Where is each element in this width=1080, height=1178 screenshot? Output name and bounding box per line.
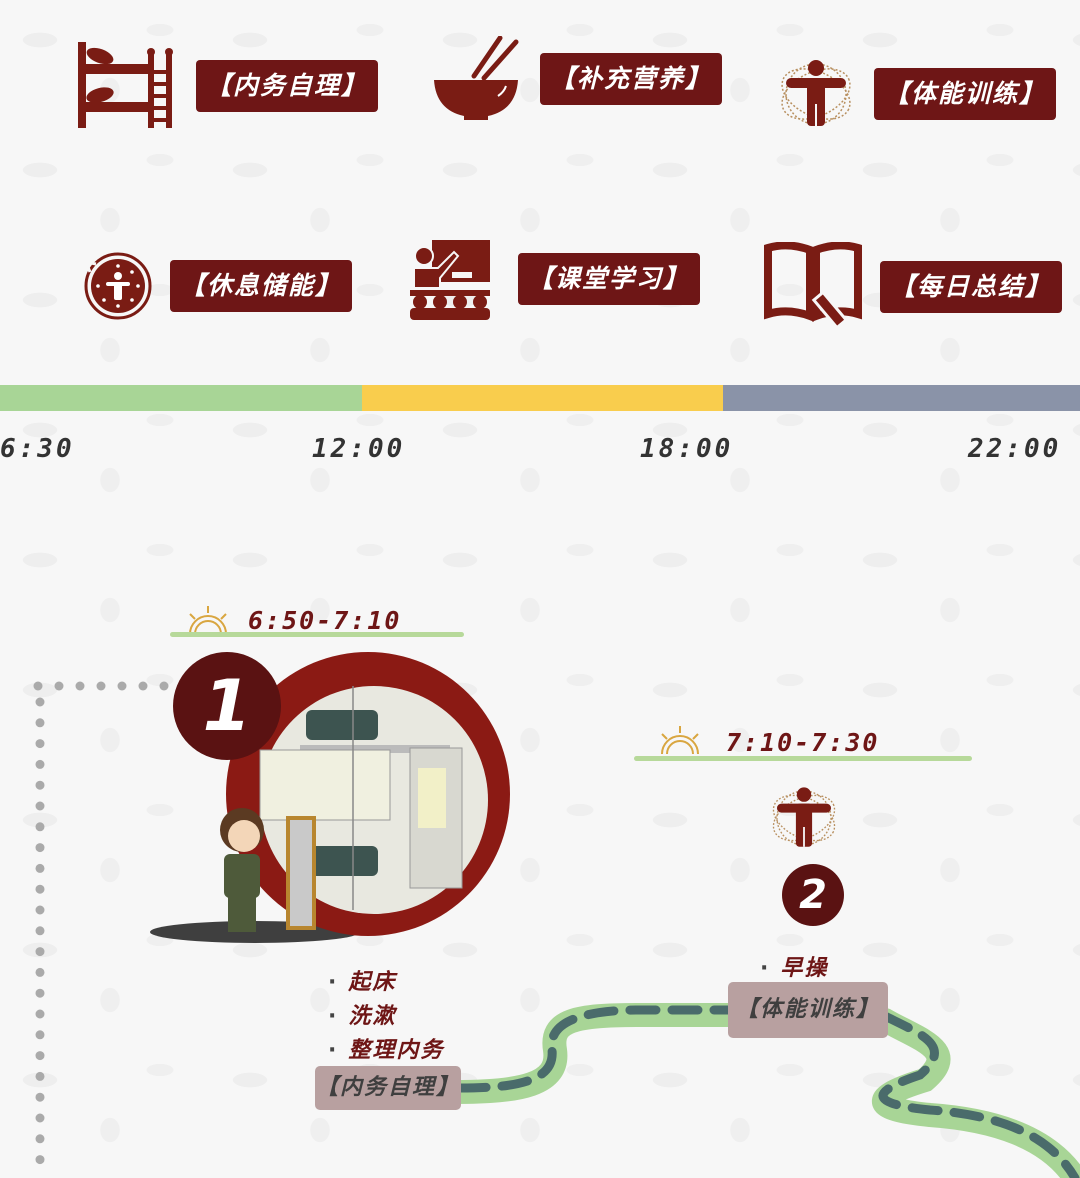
activity-item: ·早操 [760,956,829,981]
legend-item-fitness: 【体能训练】 [776,54,1057,134]
timeline-segment-morning [0,385,362,411]
legend-label: 【每日总结】 [880,261,1063,313]
step-number: 1 [202,665,252,747]
time-underline [170,632,464,637]
legend-item-summary: 【每日总结】 [764,242,1063,332]
legend-label: 【休息储能】 [170,260,353,312]
timeline-tick: 18:00 [640,434,734,464]
step-2-number-badge: 2 [782,864,844,926]
timeline-segment-evening [723,385,1080,411]
time-underline [634,756,972,761]
legend-item-housekeeping: 【内务自理】 [78,42,379,130]
bunk-bed-icon [78,42,178,130]
step-2-time: 7:10-7:30 [726,728,880,757]
legend-item-nutrition: 【补充营养】 [432,36,723,122]
legend-label: 【体能训练】 [874,68,1057,120]
timeline-segment-afternoon [362,385,723,411]
legend-label: 【课堂学习】 [518,253,701,305]
rest-clock-icon [84,252,152,320]
activity-item: ·整理内务 [328,1038,445,1063]
legend-label: 【补充营养】 [540,53,723,105]
step-2-activity-list: ·早操 [760,950,828,984]
soldier-dormitory-illustration [150,650,520,950]
step-1-activity-list: ·起床 ·洗漱 ·整理内务 [328,964,444,1066]
activity-item: ·洗漱 [328,1004,397,1029]
step-2-category-tag: 【体能训练】 [728,982,888,1038]
legend-label: 【内务自理】 [196,60,379,112]
legend-item-classroom: 【课堂学习】 [410,238,701,320]
step-1-number-badge: 1 [173,652,281,760]
dotted-connector [33,681,169,1178]
step-number: 2 [799,872,827,918]
fitness-figure-icon [768,780,840,860]
classroom-teacher-icon [410,238,490,320]
legend-item-rest: 【休息储能】 [84,252,353,320]
step-1-category-tag: 【内务自理】 [315,1066,461,1110]
sunrise-icon [661,726,699,755]
timeline-tick: 12:00 [312,434,406,464]
fitness-figure-icon [776,54,856,134]
sunrise-icon [189,606,227,635]
timeline-tick: 22:00 [968,434,1062,464]
step-1-time: 6:50-7:10 [248,606,402,635]
activity-item: ·起床 [328,970,397,995]
open-book-pen-icon [764,242,862,332]
rice-bowl-icon [432,36,522,122]
timeline-tick: 6:30 [0,434,75,464]
